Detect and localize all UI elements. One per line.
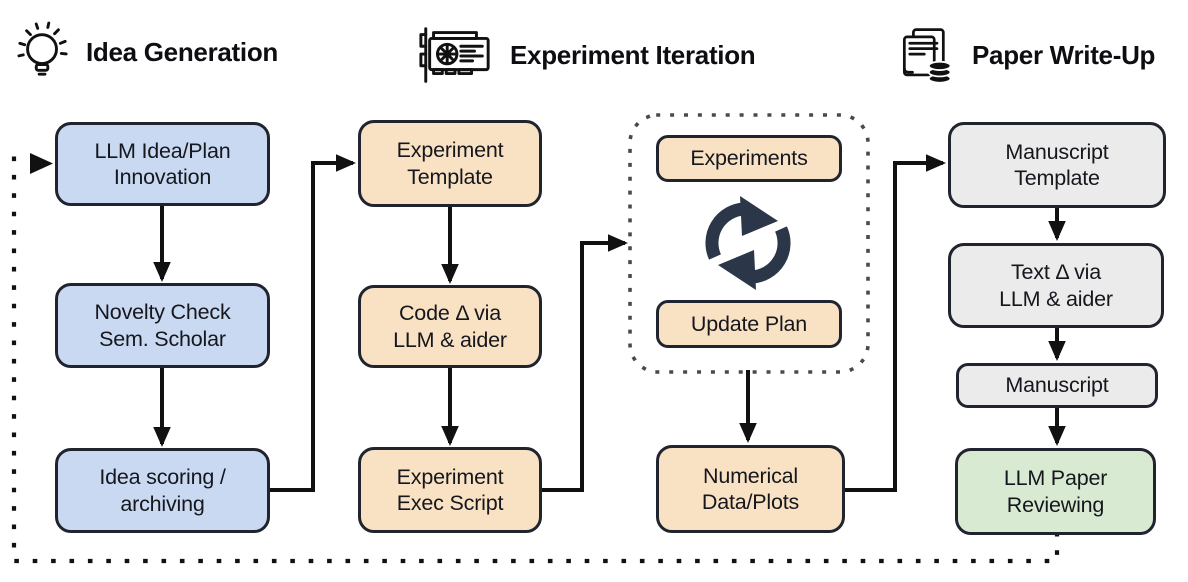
header-paper-writeup-title: Paper Write-Up <box>972 39 1156 70</box>
header-paper-writeup: Paper Write-Up <box>898 24 1155 86</box>
cycle-arrows-icon <box>705 196 791 290</box>
gpu-icon <box>419 27 490 83</box>
paper-database-icon <box>902 28 952 84</box>
node-llm-paper-reviewing: LLM Paper Reviewing <box>955 448 1156 535</box>
node-llm-idea-plan-innovation: LLM Idea/Plan Innovation <box>55 122 270 206</box>
header-experiment-iteration-title: Experiment Iteration <box>510 39 756 70</box>
node-idea-scoring-archiving: Idea scoring / archiving <box>55 448 270 533</box>
node-text-delta: Text Δ via LLM & aider <box>948 243 1164 328</box>
node-manuscript: Manuscript <box>956 363 1158 408</box>
node-experiment-exec-script: Experiment Exec Script <box>358 447 542 533</box>
node-manuscript-template: Manuscript Template <box>948 122 1166 208</box>
node-experiment-template: Experiment Template <box>358 120 542 207</box>
node-numerical-data-plots: Numerical Data/Plots <box>656 445 845 533</box>
lightbulb-icon <box>17 21 68 76</box>
header-experiment-iteration: Experiment Iteration <box>416 24 756 86</box>
node-code-delta: Code Δ via LLM & aider <box>358 285 542 368</box>
node-experiments: Experiments <box>656 135 842 182</box>
node-novelty-check: Novelty Check Sem. Scholar <box>55 283 270 368</box>
node-update-plan: Update Plan <box>656 300 842 348</box>
arrow-scoring-to-template <box>270 154 356 492</box>
header-idea-generation: Idea Generation <box>16 20 278 84</box>
feedback-loop-dotted-line <box>11 155 1060 564</box>
arrow-data-to-manuscript-template <box>845 154 946 492</box>
feedback-loop-arrowhead <box>30 153 53 174</box>
arrow-exec-to-loop <box>542 234 628 492</box>
header-idea-generation-title: Idea Generation <box>86 36 278 67</box>
